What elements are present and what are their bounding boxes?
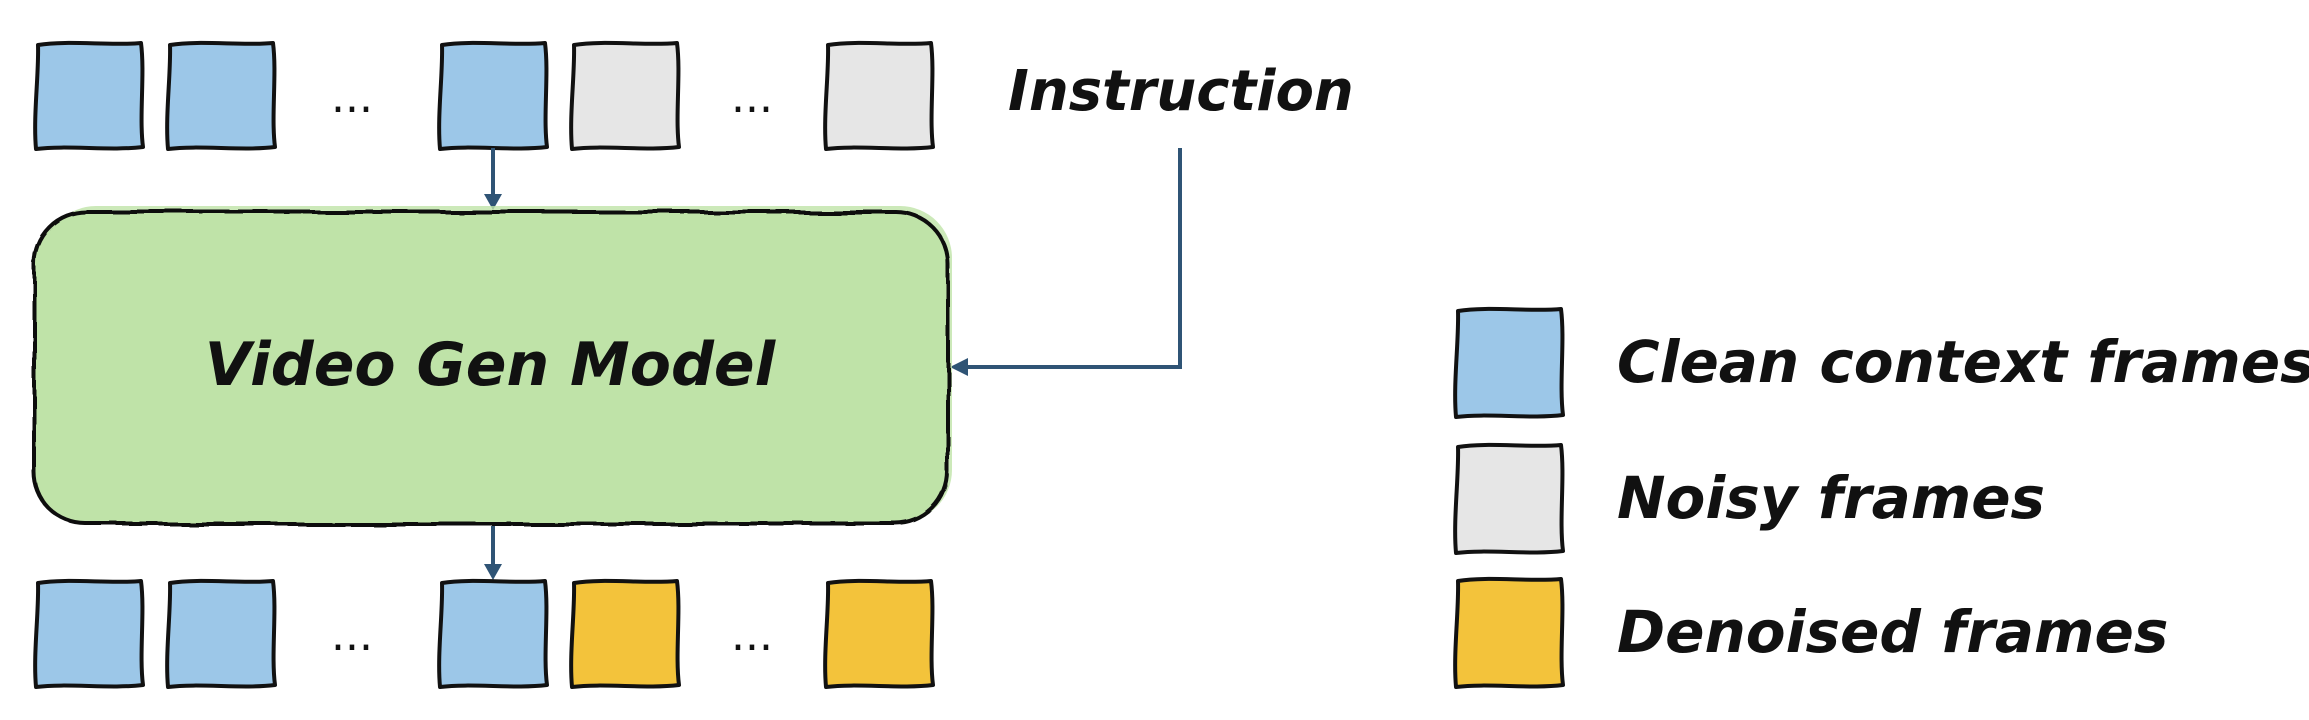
model-label: Video Gen Model (205, 330, 777, 400)
ellipsis: ... (331, 72, 373, 123)
input-to-model-arrow (484, 148, 502, 210)
input-clean-frame (437, 40, 549, 151)
output-clean-frame (165, 578, 277, 689)
video-gen-model-box: Video Gen Model (32, 206, 952, 526)
input-noisy-frame (823, 40, 935, 151)
legend-label-clean: Clean context frames (1617, 328, 2309, 396)
output-frames-row: ...... (33, 578, 935, 689)
input-noisy-frame (569, 40, 681, 151)
output-denoised-frame (569, 578, 681, 689)
legend-swatch-clean (1453, 306, 1565, 419)
model-box (32, 210, 950, 526)
input-frames-row: ...... (33, 40, 935, 151)
output-clean-frame (437, 578, 549, 689)
legend-item-denoised: Denoised frames (1453, 576, 2168, 689)
output-denoised-frame (823, 578, 935, 689)
input-clean-frame (33, 40, 145, 151)
legend-label-noisy: Noisy frames (1617, 464, 2045, 532)
model-to-output-arrow (484, 526, 502, 580)
output-clean-frame (33, 578, 145, 689)
ellipsis: ... (731, 610, 773, 661)
instruction-label: Instruction (1008, 59, 1354, 124)
legend-swatch-noisy (1453, 442, 1565, 555)
ellipsis: ... (731, 72, 773, 123)
input-clean-frame (165, 40, 277, 151)
legend-item-clean: Clean context frames (1453, 306, 2309, 419)
legend-swatch-denoised (1453, 576, 1565, 689)
ellipsis: ... (331, 610, 373, 661)
legend-label-denoised: Denoised frames (1617, 598, 2168, 666)
instruction-to-model-arrow (950, 148, 1182, 376)
legend-item-noisy: Noisy frames (1453, 442, 2045, 555)
